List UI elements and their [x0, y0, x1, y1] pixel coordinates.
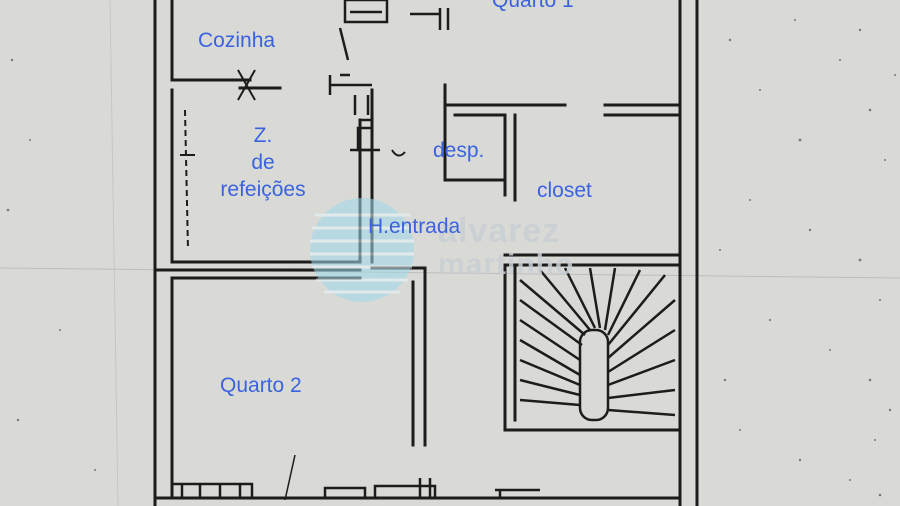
room-label-hall-entrada: H.entrada — [368, 215, 461, 238]
room-label-zona-line2: de — [251, 151, 275, 174]
room-label-closet: closet — [537, 179, 592, 202]
door-marks — [180, 69, 406, 251]
walls — [153, 0, 699, 506]
room-label-zona-line1: Z. — [253, 124, 273, 147]
room-label-quarto1: Quarto 1 — [492, 0, 574, 12]
bottom-fixtures — [170, 478, 540, 500]
room-label-desp: desp. — [433, 139, 485, 162]
room-label-cozinha: Cozinha — [198, 29, 276, 52]
room-label-quarto2: Quarto 2 — [220, 374, 302, 397]
top-fixtures — [328, 0, 450, 152]
room-label-zona-refeicoes: Z. de refeições — [198, 122, 328, 203]
watermark-logo-icon — [310, 198, 414, 302]
room-label-zona-line3: refeições — [220, 178, 306, 201]
staircase — [519, 267, 676, 422]
paper-specks — [6, 19, 896, 497]
